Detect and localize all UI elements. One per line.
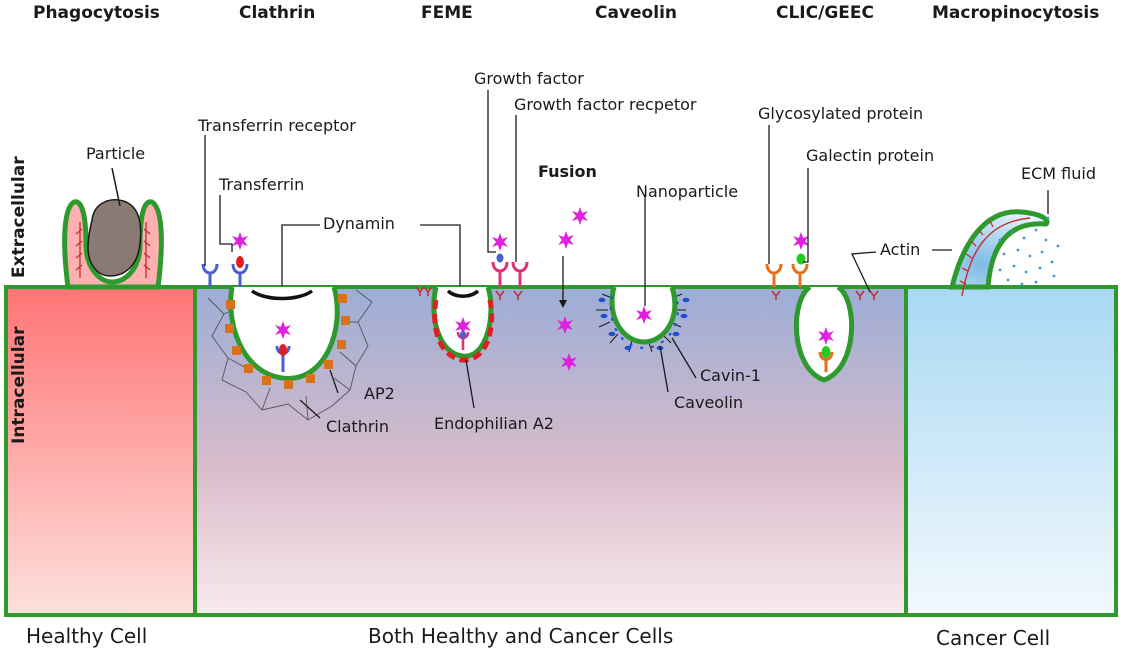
label-nanoparticle: Nanoparticle <box>636 182 739 201</box>
feme-pit <box>415 90 529 409</box>
label-growth-factor-receptor: Growth factor recpetor <box>514 95 697 114</box>
cancer-cell-region <box>904 285 1118 617</box>
particle-shape <box>87 199 142 277</box>
header-clic-geec: CLIC/GEEC <box>776 3 874 23</box>
label-glycosylated-protein: Glycosylated protein <box>758 104 924 123</box>
label-ap2: AP2 <box>364 384 395 403</box>
label-transferrin: Transferrin <box>219 175 305 194</box>
macropinocytosis-ruffle <box>932 190 1060 297</box>
label-growth-factor: Growth factor <box>474 69 584 88</box>
header-clathrin: Clathrin <box>239 3 316 23</box>
label-cavin: Cavin-1 <box>700 366 761 385</box>
clic-geec-vesicle <box>765 125 879 383</box>
label-ecm-fluid: ECM fluid <box>1021 164 1096 183</box>
side-label-extracellular: Extracellular <box>9 156 29 278</box>
side-label-intracellular: Intracellular <box>9 326 29 444</box>
label-actin: Actin <box>880 240 921 259</box>
label-fusion: Fusion <box>538 162 597 181</box>
label-transferrin-receptor: Transferrin receptor <box>198 116 356 135</box>
healthy-cell-region <box>4 285 197 617</box>
label-clathrin: Clathrin <box>326 417 389 436</box>
header-feme: FEME <box>421 3 473 23</box>
cell-label-cancer: Cancer Cell <box>936 626 1051 650</box>
phagocytosis-cup <box>62 167 164 290</box>
label-dynamin: Dynamin <box>323 214 395 233</box>
fusion-cargo <box>557 207 588 371</box>
header-macropinocytosis: Macropinocytosis <box>932 3 1100 23</box>
label-galectin-protein: Galectin protein <box>806 146 935 165</box>
cell-label-healthy: Healthy Cell <box>26 624 148 648</box>
label-endophilian: Endophilian A2 <box>434 414 554 433</box>
clathrin-pit <box>201 135 373 421</box>
label-caveolin: Caveolin <box>674 393 744 412</box>
label-particle: Particle <box>86 144 146 163</box>
cell-label-both: Both Healthy and Cancer Cells <box>368 624 674 648</box>
caveolin-pit <box>596 196 697 393</box>
header-caveolin: Caveolin <box>595 3 677 23</box>
header-phagocytosis: Phagocytosis <box>33 3 160 23</box>
